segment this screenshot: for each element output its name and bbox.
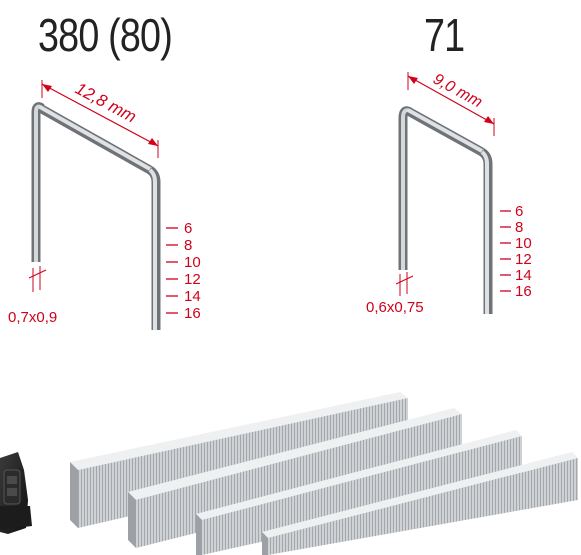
right-length-label: 8: [515, 219, 523, 236]
right-staple-title: 71: [424, 9, 465, 61]
staple-strip: [262, 452, 578, 555]
staple-strip: [196, 430, 522, 555]
right-length-labels: 6 8 10 12 14 16: [515, 203, 532, 300]
left-length-label: 8: [184, 237, 192, 254]
right-length-ticks: [500, 210, 511, 292]
right-length-label: 14: [515, 267, 532, 284]
left-length-label: 6: [184, 220, 192, 237]
stapler-tool-image: [0, 452, 32, 534]
left-length-label: 14: [184, 288, 201, 305]
left-crown-width-label: 12,8 mm: [72, 79, 139, 127]
left-length-label: 10: [184, 254, 201, 271]
right-length-label: 16: [515, 283, 532, 300]
left-length-label: 12: [184, 271, 201, 288]
right-crown-width-label: 9,0 mm: [430, 71, 485, 112]
left-length-label: 16: [184, 305, 201, 322]
left-staple-title: 380 (80): [38, 9, 173, 61]
right-dimension-line: [407, 75, 495, 125]
right-length-label: 10: [515, 235, 532, 252]
left-length-ticks: [166, 227, 178, 314]
staple-strips-image: [70, 392, 578, 555]
left-wire-marker: [28, 269, 47, 279]
left-length-labels: 6 8 10 12 14 16: [184, 220, 201, 322]
left-staple-drawing: [28, 80, 178, 330]
right-length-label: 12: [515, 251, 532, 268]
right-staple-drawing: [395, 72, 511, 314]
right-length-label: 6: [515, 203, 523, 220]
right-wire-label: 0,6x0,75: [366, 299, 424, 316]
left-dimension-line: [41, 83, 159, 147]
right-wire-marker: [395, 275, 414, 285]
left-wire-label: 0,7x0,9: [8, 309, 57, 326]
